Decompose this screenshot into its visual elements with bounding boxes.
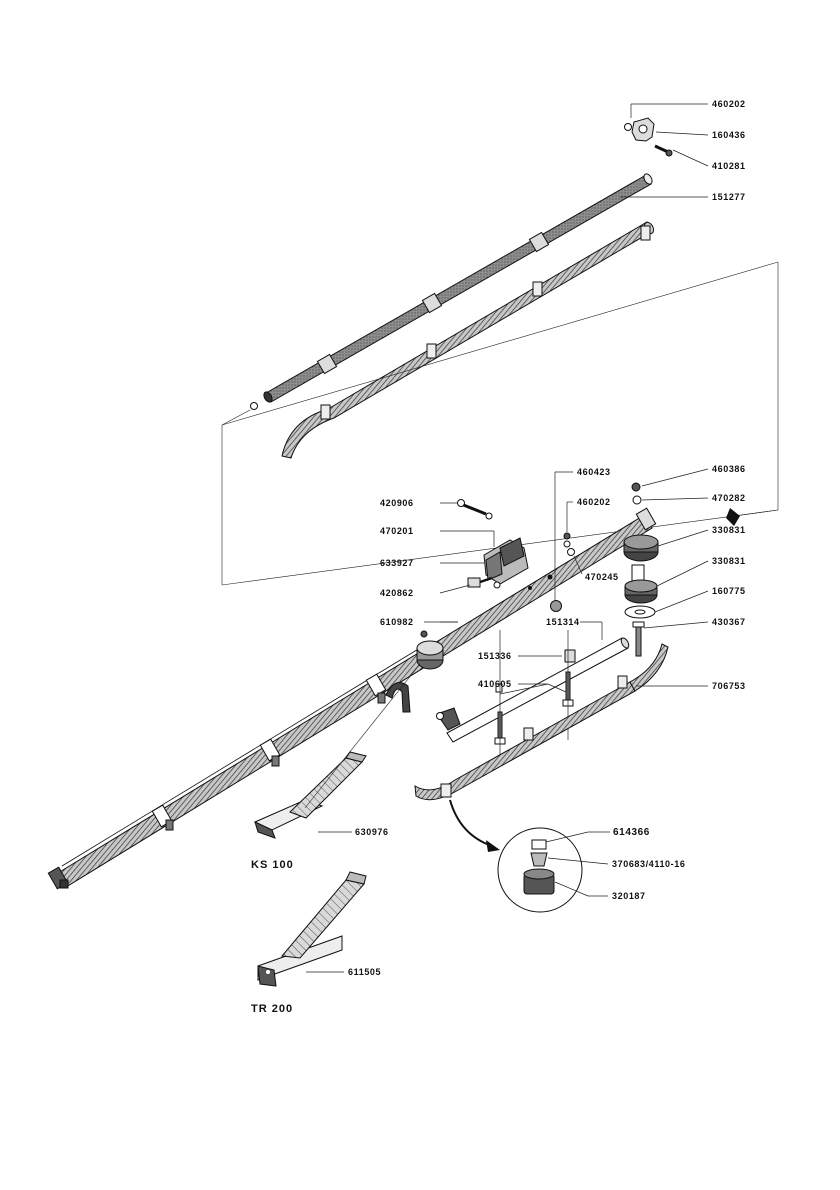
label-470282: 470282 <box>712 493 746 503</box>
label-330831-b: 330831 <box>712 556 746 566</box>
tube-151314 <box>447 638 628 742</box>
label-460202-top: 460202 <box>712 99 746 109</box>
center-hardware-stack <box>551 472 583 612</box>
nut-460386 <box>632 483 640 491</box>
label-410605: 410605 <box>478 679 512 689</box>
label-160436: 160436 <box>712 130 746 140</box>
nut-460423 <box>551 601 562 612</box>
label-410281: 410281 <box>712 161 746 171</box>
bolt-420862 <box>468 578 480 587</box>
hose-upper <box>282 222 651 458</box>
label-470245: 470245 <box>585 572 619 582</box>
pivot-hub <box>417 641 443 669</box>
top-clamp-group <box>625 104 709 166</box>
label-460386: 460386 <box>712 464 746 474</box>
model-labels: KS 100 TR 200 <box>251 859 294 1015</box>
label-460202-mid: 460202 <box>577 497 611 507</box>
label-151336: 151336 <box>478 651 512 661</box>
bolt-410281 <box>655 146 668 152</box>
nut-460202-top <box>625 124 632 131</box>
label-611505: 611505 <box>348 967 381 977</box>
label-420906: 420906 <box>380 498 414 508</box>
model-label-ks100: KS 100 <box>251 859 294 871</box>
bolt-420906 <box>461 504 486 514</box>
label-370683: 370683/4110-16 <box>612 859 685 869</box>
label-614366: 614366 <box>613 827 650 838</box>
label-151277: 151277 <box>712 192 746 202</box>
insert-370683 <box>531 853 547 866</box>
label-610982: 610982 <box>380 617 414 627</box>
label-633927: 633927 <box>380 558 414 568</box>
upper-boom-assembly <box>251 172 709 458</box>
nozzle-detail-inset <box>498 828 610 912</box>
label-330831-a: 330831 <box>712 525 746 535</box>
label-630976: 630976 <box>355 827 389 837</box>
label-160775: 160775 <box>712 586 746 596</box>
label-460423: 460423 <box>577 467 611 477</box>
lower-boom-section <box>415 622 708 852</box>
label-430367: 430367 <box>712 617 746 627</box>
label-320187: 320187 <box>612 891 646 901</box>
washer-470282 <box>633 496 641 504</box>
cap-614366 <box>532 840 546 849</box>
label-151314: 151314 <box>546 617 580 627</box>
model-label-tr200: TR 200 <box>251 1003 293 1015</box>
label-470201: 470201 <box>380 526 414 536</box>
label-706753: 706753 <box>712 681 746 691</box>
label-420862: 420862 <box>380 588 414 598</box>
